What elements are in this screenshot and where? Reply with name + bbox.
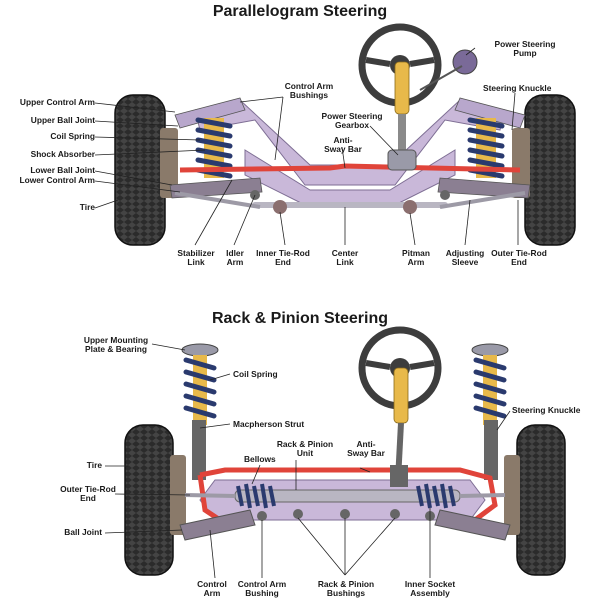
left-tire-bottom	[124, 424, 174, 576]
label-rack-pinion-unit: Rack & Pinion Unit	[276, 439, 334, 459]
label-outer-tie-rod-end-bottom: Outer Tie-Rod End	[60, 484, 116, 504]
label-anti-sway-bar-bottom: Anti-Sway Bar	[347, 439, 385, 459]
label-inner-socket-assembly: Inner Socket Assembly	[404, 579, 456, 599]
label-control-arm-bushings: Control Arm Bushings	[284, 81, 334, 101]
label-rack-pinion-bushings: Rack & Pinion Bushings	[317, 579, 375, 599]
label-ball-joint: Ball Joint	[64, 527, 102, 537]
label-upper-ball-joint: Upper Ball Joint	[30, 115, 95, 125]
anti-sway-bar-bottom	[199, 467, 498, 522]
label-center-link: Center Link	[331, 248, 359, 268]
bellows-right	[416, 483, 456, 509]
power-steering-gearbox	[387, 149, 417, 171]
leader-lines	[94, 47, 519, 579]
coil-spring-left	[195, 117, 233, 179]
macpherson-strut-left	[181, 343, 219, 480]
label-coil-spring-bottom: Coil Spring	[233, 369, 278, 379]
label-control-arm-bushing: Control Arm Bushing	[237, 579, 287, 599]
anti-sway-bar-top	[179, 163, 521, 173]
left-tire	[114, 94, 166, 246]
label-power-steering-gearbox: Power Steering Gearbox	[321, 111, 383, 131]
label-tire-bottom: Tire	[86, 460, 102, 470]
bellows-left	[236, 483, 276, 509]
label-steering-knuckle-top: Steering Knuckle	[483, 83, 552, 93]
label-shock-absorber: Shock Absorber	[30, 149, 95, 159]
label-idler-arm: Idler Arm	[226, 248, 244, 268]
label-anti-sway-bar-top: Anti-Sway Bar	[324, 135, 362, 155]
label-steering-knuckle-bottom: Steering Knuckle	[512, 405, 581, 415]
label-outer-tie-rod-end-top: Outer Tie-Rod End	[491, 248, 547, 268]
macpherson-strut-right	[471, 343, 509, 480]
control-arm-left	[179, 509, 256, 541]
power-steering-pump	[452, 49, 478, 75]
label-adjusting-sleeve: Adjusting Sleeve	[445, 248, 485, 268]
lower-control-arm	[169, 177, 263, 199]
upper-control-arm	[174, 97, 246, 129]
label-coil-spring-top: Coil Spring	[50, 131, 95, 141]
label-lower-ball-joint: Lower Ball Joint	[30, 165, 95, 175]
rack-pinion-diagram	[124, 326, 566, 576]
label-macpherson-strut: Macpherson Strut	[233, 419, 305, 429]
title-parallelogram: Parallelogram Steering	[212, 3, 388, 20]
label-stabilizer-link: Stabilizer Link	[177, 248, 215, 268]
label-pitman-arm: Pitman Arm	[402, 248, 430, 268]
label-tire-top: Tire	[79, 202, 95, 212]
right-tire-bottom	[516, 424, 566, 576]
label-upper-control-arm: Upper Control Arm	[19, 97, 95, 107]
title-rack-pinion: Rack & Pinion Steering	[211, 310, 389, 327]
label-power-steering-pump: Power Steering Pump	[494, 39, 556, 59]
right-tire	[524, 94, 576, 246]
coil-spring-right	[467, 117, 505, 179]
label-lower-control-arm: Lower Control Arm	[19, 175, 95, 185]
label-upper-mounting-plate: Upper Mounting Plate & Bearing	[83, 335, 149, 355]
parallelogram-diagram	[114, 23, 576, 246]
label-control-arm-bottom: Control Arm	[197, 579, 227, 599]
label-bellows: Bellows	[244, 454, 276, 464]
label-inner-tie-rod-end: Inner Tie-Rod End	[256, 248, 310, 268]
